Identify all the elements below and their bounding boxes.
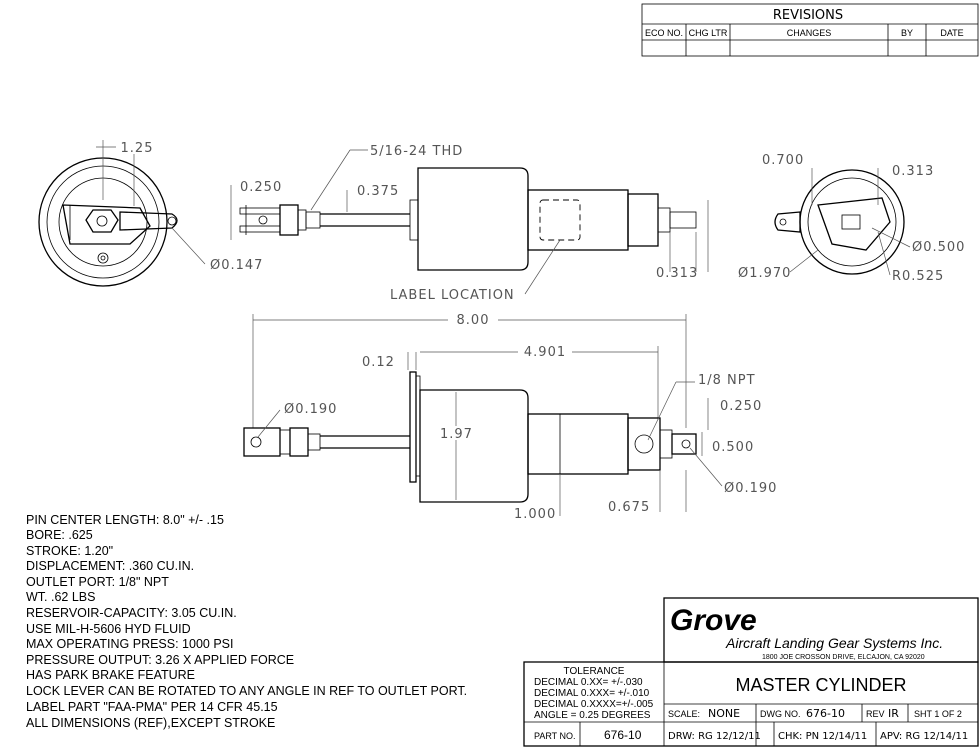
part-label: PART NO. <box>534 731 576 741</box>
rev-col-changes: CHANGES <box>787 28 832 38</box>
spec-line: RESERVOIR-CAPACITY: 3.05 CU.IN. <box>26 606 237 620</box>
tolerance-line: DECIMAL 0.XXX= +/-.010 <box>534 688 650 699</box>
dim-0700: 0.700 <box>762 153 804 168</box>
dim-0675: 0.675 <box>608 500 650 515</box>
dim-800: 8.00 <box>457 313 490 328</box>
spec-line: PRESSURE OUTPUT: 3.26 X APPLIED FORCE <box>26 653 294 667</box>
label-location: LABEL LOCATION <box>390 288 515 303</box>
dim-0190-left: Ø0.190 <box>284 402 337 417</box>
spec-line: MAX OPERATING PRESS: 1000 PSI <box>26 637 233 651</box>
spec-line: BORE: .625 <box>26 528 93 542</box>
spec-notes: PIN CENTER LENGTH: 8.0" +/- .15 BORE: .6… <box>26 513 467 730</box>
dim-r0525: R0.525 <box>892 269 944 284</box>
spec-line: USE MIL-H-5606 HYD FLUID <box>26 622 191 636</box>
rev-value: IR <box>888 707 899 720</box>
company-address: 1800 JOE CROSSON DRIVE, ELCAJON, CA 9202… <box>762 654 925 661</box>
dim-197: 1.97 <box>440 427 473 442</box>
approved-by: APV: RG 12/14/11 <box>880 731 968 742</box>
dim-0500-side: 0.500 <box>712 440 754 455</box>
dim-0375: 0.375 <box>357 184 399 199</box>
npt-callout: 1/8 NPT <box>698 373 756 388</box>
checked-by: CHK: PN 12/14/11 <box>778 731 867 742</box>
dim-0250-top: 0.250 <box>240 180 282 195</box>
spec-line: DISPLACEMENT: .360 CU.IN. <box>26 559 194 573</box>
dwg-value: 676-10 <box>806 707 845 720</box>
dim-0313-right: 0.313 <box>892 164 934 179</box>
tolerance-line: DECIMAL 0.XX= +/-.030 <box>534 677 643 688</box>
spec-line: OUTLET PORT: 1/8" NPT <box>26 575 169 589</box>
revisions-title: REVISIONS <box>773 8 843 23</box>
rev-col-eco: ECO NO. <box>645 28 683 38</box>
dim-1-25: 1.25 <box>121 141 154 156</box>
rev-col-chg: CHG LTR <box>689 28 728 38</box>
dim-4901: 4.901 <box>524 345 566 360</box>
left-end-view: 1.25 Ø0.147 <box>38 140 263 287</box>
spec-line: STROKE: 1.20" <box>26 544 113 558</box>
spec-line: WT. .62 LBS <box>26 590 95 604</box>
sheet-number: SHT 1 OF 2 <box>914 709 962 719</box>
scale-value: NONE <box>708 707 740 720</box>
thread-callout: 5/16-24 THD <box>370 144 463 159</box>
tolerance-title: TOLERANCE <box>564 666 625 677</box>
dim-012: 0.12 <box>362 355 395 370</box>
part-value: 676-10 <box>604 728 642 742</box>
dim-0313-bottom: 0.313 <box>656 266 698 281</box>
right-end-view: 0.700 0.313 Ø0.500 R0.525 Ø1.970 <box>738 153 965 284</box>
spec-line: HAS PARK BRAKE FEATURE <box>26 668 195 682</box>
dim-1970: Ø1.970 <box>738 266 791 281</box>
drawing-title: MASTER CYLINDER <box>735 675 906 695</box>
drawn-by: DRW: RG 12/12/11 <box>668 731 761 742</box>
dim-0147: Ø0.147 <box>210 258 263 273</box>
tolerance-line: ANGLE = 0.25 DEGREES <box>534 710 651 721</box>
title-block: Grove Aircraft Landing Gear Systems Inc.… <box>523 597 979 747</box>
rev-col-date: DATE <box>940 28 963 38</box>
company-subtitle: Aircraft Landing Gear Systems Inc. <box>725 635 943 651</box>
dwg-label: DWG NO. <box>760 709 801 719</box>
tolerance-line: DECIMAL 0.XXXX=+/-.005 <box>534 699 654 710</box>
company-logo: Grove <box>670 604 757 637</box>
spec-line: LOCK LEVER CAN BE ROTATED TO ANY ANGLE I… <box>26 684 467 698</box>
dim-0190-right: Ø0.190 <box>724 481 777 496</box>
dim-0250-right: 0.250 <box>720 399 762 414</box>
spec-line: ALL DIMENSIONS (REF),EXCEPT STROKE <box>26 716 275 730</box>
rev-label: REV <box>866 709 885 719</box>
scale-label: SCALE: <box>668 709 700 719</box>
spec-line: LABEL PART "FAA-PMA" PER 14 CFR 45.15 <box>26 700 278 714</box>
dim-0500-right: Ø0.500 <box>912 240 965 255</box>
revisions-table: REVISIONS ECO NO. CHG LTR CHANGES BY DAT… <box>641 3 979 57</box>
rev-col-by: BY <box>901 28 913 38</box>
side-view: 8.00 0.12 4.901 1.97 <box>243 312 777 522</box>
top-view: 5/16-24 THD 0.250 0.375 LABEL LOCATION 0… <box>230 144 709 303</box>
dim-1000: 1.000 <box>514 507 556 522</box>
spec-line: PIN CENTER LENGTH: 8.0" +/- .15 <box>26 513 224 527</box>
